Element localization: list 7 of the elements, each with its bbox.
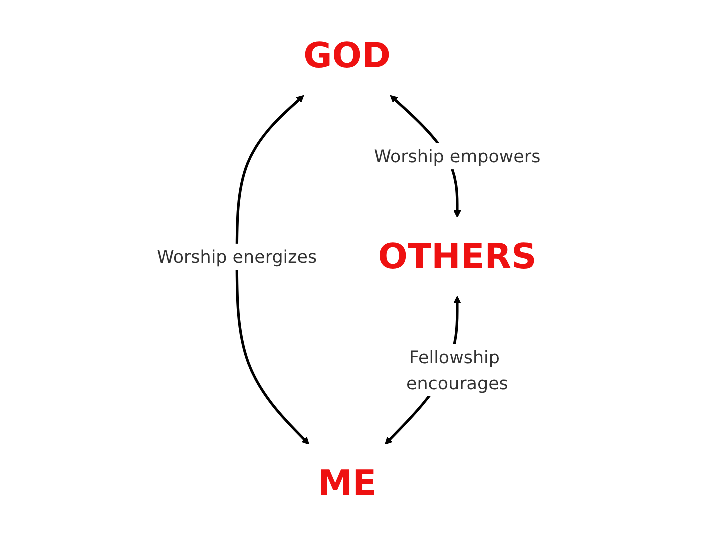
edge-label: Worship empowers: [374, 146, 541, 168]
node-text: ME: [318, 464, 377, 504]
edge-label: Worship energizes: [157, 246, 318, 268]
edge-label: Fellowship encourages: [406, 346, 508, 394]
node-text: OTHERS: [378, 236, 537, 277]
arrow: [236, 95, 310, 445]
node-text: GOD: [304, 36, 391, 76]
